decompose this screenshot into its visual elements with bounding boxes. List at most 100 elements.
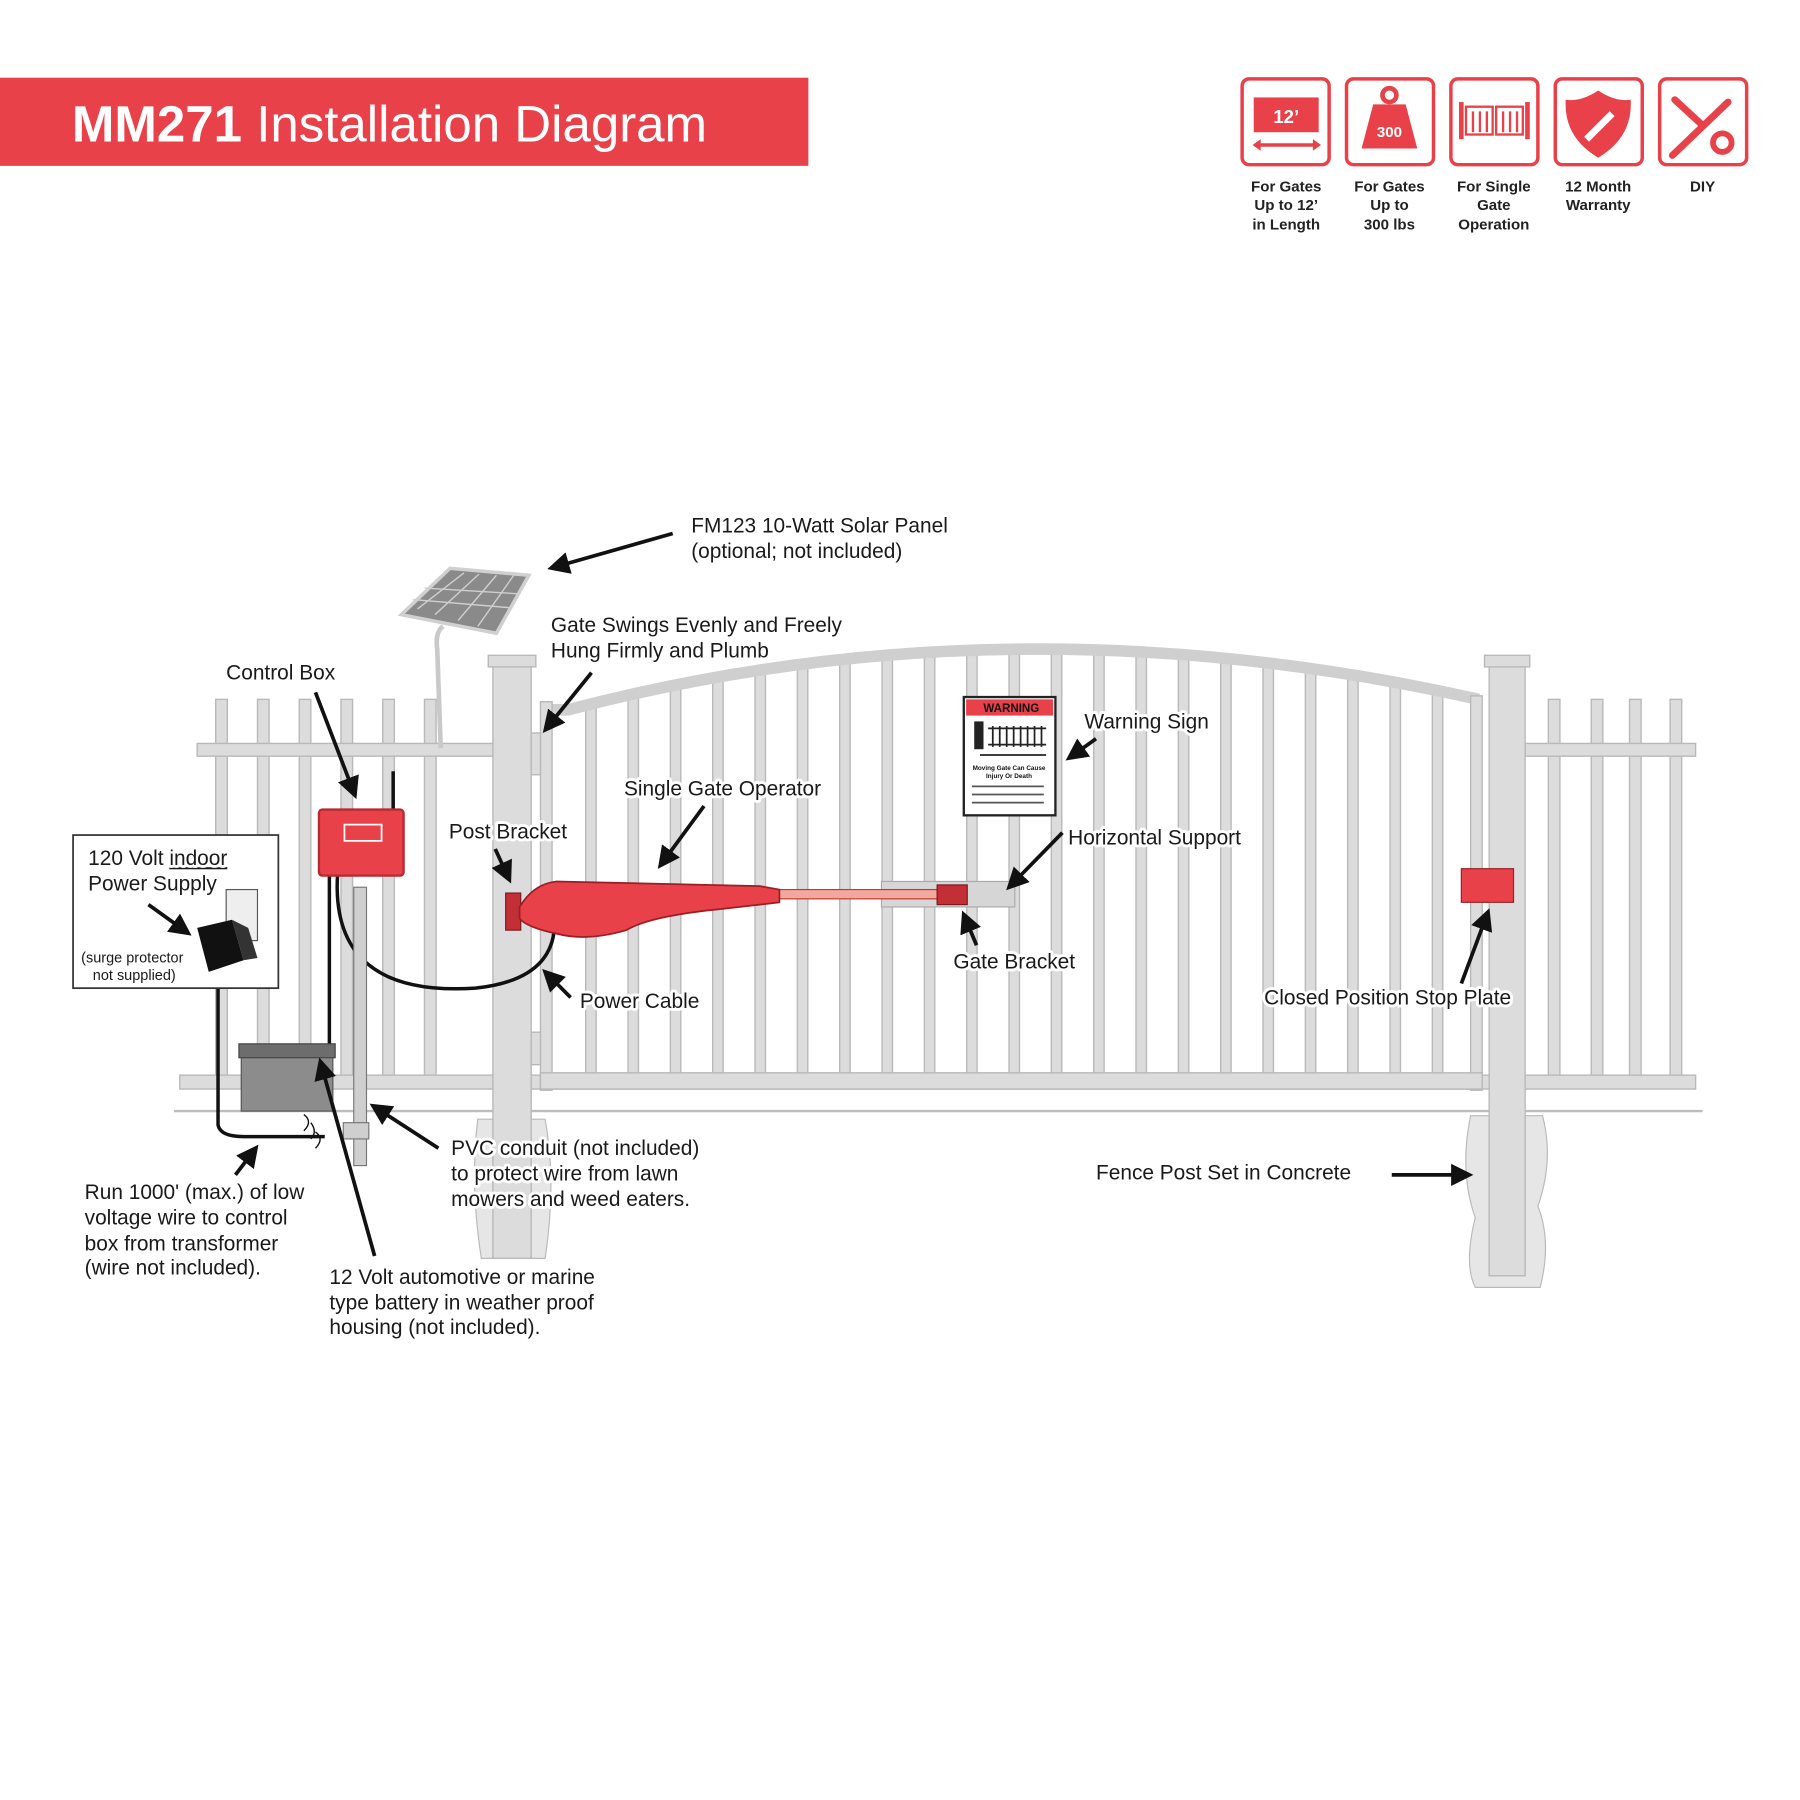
closed-position-stop-plate bbox=[1460, 868, 1515, 903]
gate-bar bbox=[1219, 649, 1232, 1086]
hinge-post bbox=[492, 662, 532, 1260]
title-banner: MM271 Installation Diagram bbox=[0, 77, 809, 166]
operator-rod bbox=[774, 888, 941, 900]
stop-plate-label: Closed Position Stop Plate bbox=[1264, 986, 1511, 1009]
control-box-label: Control Box bbox=[226, 662, 336, 685]
gate-operator bbox=[505, 880, 1016, 938]
gate-bar bbox=[1304, 649, 1317, 1086]
gate-bar bbox=[1008, 649, 1021, 1086]
horizontal-support-label: Horizontal Support bbox=[1068, 826, 1241, 849]
callout-labels: FM123 10-Watt Solar Panel (optional; not… bbox=[82, 511, 1514, 1341]
gate-bar bbox=[965, 649, 978, 1086]
gate-swings-label: Gate Swings Evenly and Freely bbox=[551, 614, 843, 637]
feature-labels: For Gates Up to 12’ in Length For Gates … bbox=[1251, 178, 1715, 233]
power-supply-callout: 120 Volt indoor Power Supply (surge prot… bbox=[72, 834, 280, 990]
fence-post-label: Fence Post Set in Concrete bbox=[1096, 1162, 1351, 1185]
gate-bar bbox=[923, 649, 936, 1086]
gate-bar bbox=[1346, 649, 1359, 1086]
pvc-conduit-label-3: mowers and weed eaters. bbox=[451, 1188, 690, 1211]
gate-bar bbox=[1050, 649, 1063, 1086]
latch-post bbox=[1488, 662, 1526, 1277]
power-supply-label-2: Power Supply bbox=[88, 873, 217, 896]
feature-label: For Gates bbox=[1251, 178, 1321, 195]
gate-bar bbox=[711, 649, 724, 1086]
transformer-icon bbox=[197, 919, 244, 972]
surge-note-1: (surge protector bbox=[81, 951, 183, 967]
gate-bar bbox=[1092, 649, 1105, 1086]
svg-text:Injury Or Death: Injury Or Death bbox=[986, 773, 1032, 780]
gate-bar bbox=[1177, 649, 1190, 1086]
gate-bar bbox=[1389, 649, 1402, 1086]
post-bracket bbox=[505, 892, 522, 931]
gate-bar bbox=[796, 649, 809, 1086]
gate-swings-label-2: Hung Firmly and Plumb bbox=[551, 640, 769, 663]
gate-hinge-lower bbox=[530, 1031, 542, 1066]
feature-label: For Single bbox=[1457, 178, 1531, 195]
feature-label: Up to bbox=[1370, 197, 1408, 214]
run-wire-label-4: (wire not included). bbox=[85, 1257, 261, 1280]
tools-icon bbox=[1657, 77, 1749, 167]
feature-label: For Gates bbox=[1354, 178, 1424, 195]
run-wire-label: Run 1000' (max.) of low bbox=[85, 1181, 306, 1204]
battery-label: 12 Volt automotive or marine bbox=[329, 1266, 595, 1289]
pvc-conduit bbox=[342, 886, 370, 1167]
gate-top-rail bbox=[545, 643, 1481, 716]
warning-sign-label: Warning Sign bbox=[1084, 710, 1208, 733]
control-box bbox=[317, 771, 405, 877]
gate-bracket-label: Gate Bracket bbox=[953, 950, 1075, 973]
battery-label-3: housing (not included). bbox=[329, 1316, 540, 1339]
gate-bottom-rail bbox=[539, 1072, 1483, 1090]
pvc-conduit-label: PVC conduit (not included) bbox=[451, 1137, 699, 1160]
feature-label: Warranty bbox=[1566, 197, 1631, 214]
gate-hinge-upper bbox=[530, 732, 542, 776]
gate-bar bbox=[1135, 649, 1148, 1086]
feature-label: Gate bbox=[1477, 197, 1511, 214]
solar-panel bbox=[397, 566, 532, 749]
gate-bar bbox=[585, 649, 597, 1086]
feature-icons: 12’ 300 For Gates bbox=[1240, 77, 1749, 234]
pvc-conduit-label-2: to protect wire from lawn bbox=[451, 1163, 678, 1186]
gate-bars bbox=[585, 649, 1444, 1086]
fence-top-rail-right bbox=[1524, 742, 1697, 757]
latch-post-cap bbox=[1483, 654, 1531, 668]
run-wire-label-2: voltage wire to control bbox=[85, 1207, 288, 1230]
warning-sign: WARNING Moving Gate Can Cause Injury Or … bbox=[962, 695, 1057, 817]
svg-text:WARNING: WARNING bbox=[983, 703, 1039, 715]
battery bbox=[238, 1043, 336, 1112]
surge-note-2: not supplied) bbox=[93, 968, 176, 984]
battery-label-2: type battery in weather proof bbox=[329, 1291, 594, 1314]
warranty-shield-icon bbox=[1553, 77, 1645, 167]
gate-length-icon: 12’ bbox=[1240, 77, 1331, 167]
solar-panel-note: (optional; not included) bbox=[691, 540, 902, 563]
feature-label: Up to 12’ bbox=[1254, 197, 1318, 214]
wiring bbox=[216, 875, 557, 1149]
feature-label: DIY bbox=[1690, 178, 1715, 195]
feature-label: in Length bbox=[1252, 217, 1320, 234]
gate-bar bbox=[669, 649, 682, 1086]
single-gate-icon bbox=[1449, 77, 1540, 167]
power-cable-label: Power Cable bbox=[580, 990, 699, 1013]
solar-panel-label: FM123 10-Watt Solar Panel bbox=[691, 514, 948, 537]
svg-text:300: 300 bbox=[1377, 124, 1402, 141]
gate-bar bbox=[838, 649, 851, 1086]
gate-bar bbox=[754, 649, 767, 1086]
hinge-post-cap bbox=[487, 654, 537, 668]
page-title: MM271 Installation Diagram bbox=[72, 95, 707, 152]
svg-text:Moving Gate Can Cause: Moving Gate Can Cause bbox=[973, 765, 1046, 772]
post-bracket-label: Post Bracket bbox=[449, 821, 567, 844]
operator-label: Single Gate Operator bbox=[624, 778, 821, 801]
gate bbox=[539, 643, 1483, 1091]
run-wire-label-3: box from transformer bbox=[85, 1232, 279, 1255]
gate-bar bbox=[1262, 649, 1275, 1086]
low-voltage-wire bbox=[216, 968, 325, 1139]
power-supply-label-1: 120 Volt indoor bbox=[88, 847, 227, 870]
power-cable bbox=[335, 875, 557, 991]
feature-label: Operation bbox=[1458, 217, 1529, 234]
feature-label: 300 lbs bbox=[1364, 217, 1415, 234]
gate-bar bbox=[881, 649, 894, 1086]
weight-icon: 300 bbox=[1344, 77, 1436, 167]
svg-text:12’: 12’ bbox=[1273, 106, 1299, 127]
callout-arrows bbox=[147, 531, 1493, 1257]
feature-label: 12 Month bbox=[1565, 178, 1631, 195]
